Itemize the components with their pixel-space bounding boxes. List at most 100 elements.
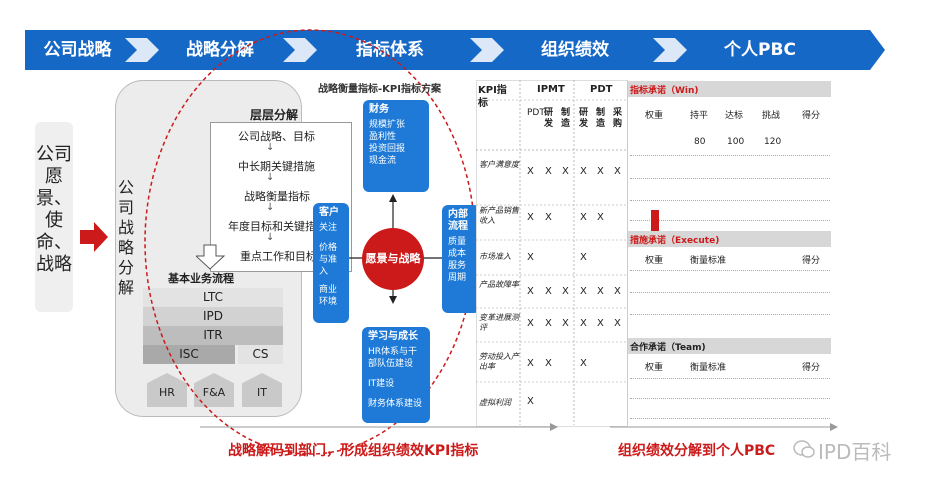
kpi-mark: X bbox=[614, 166, 621, 177]
kpi-col-header: PDT bbox=[527, 108, 545, 118]
bsc-learning-item: IT建设 bbox=[368, 379, 395, 389]
pbc-divider bbox=[630, 155, 830, 156]
pbc-team-header: 权重 bbox=[645, 363, 664, 373]
flow-ipd: IPD bbox=[143, 307, 283, 326]
flow-itr: ITR bbox=[143, 326, 283, 345]
stage-company-strategy: 公司战略 bbox=[43, 40, 112, 60]
kpi-mark: X bbox=[614, 318, 621, 329]
pbc-divider bbox=[630, 220, 830, 221]
vision-strategy-center: 愿景与战略 bbox=[362, 228, 424, 290]
kpi-grid bbox=[476, 80, 626, 425]
bsc-finance-box: 财务 规模扩张 盈利性 投资回报 现金流 bbox=[363, 100, 429, 192]
kpi-mark: X bbox=[580, 252, 587, 263]
bsc-customer-item: 环境 bbox=[319, 297, 338, 307]
decomposition-step: 中长期关键措施 bbox=[238, 158, 315, 174]
kpi-row-label: 市场准入 bbox=[479, 252, 511, 261]
down-arrow-icon: ↓ bbox=[266, 202, 275, 213]
kpi-mark: X bbox=[597, 286, 604, 297]
pbc-team-header: 衡量标准 bbox=[690, 363, 727, 373]
strategy-decomposition-label: 公司战略分解 bbox=[117, 178, 134, 297]
kpi-mark: X bbox=[545, 286, 552, 297]
pbc-win-header: 得分 bbox=[802, 111, 821, 121]
kpi-mark: X bbox=[580, 212, 587, 223]
bsc-customer-item: 关注 bbox=[319, 223, 338, 233]
pbc-win-bar bbox=[628, 81, 831, 97]
kpi-mark: X bbox=[545, 318, 552, 329]
stage-org-performance: 组织绩效 bbox=[541, 40, 609, 60]
pbc-win-value: 120 bbox=[764, 137, 782, 147]
kpi-mark: X bbox=[527, 212, 534, 223]
pbc-team-title: 合作承诺（Team) bbox=[630, 343, 706, 353]
bsc-finance-item: 盈利性 bbox=[369, 132, 397, 142]
decomposition-step: 公司战略、目标 bbox=[238, 128, 315, 144]
pbc-execute-title: 措施承诺（Execute) bbox=[630, 236, 720, 246]
kpi-mark: X bbox=[545, 212, 552, 223]
bsc-finance-item: 现金流 bbox=[369, 156, 397, 166]
bsc-learning-box: 学习与成长 HR体系与干部队伍建设 IT建设 财务体系建设 bbox=[362, 327, 430, 423]
bsc-learning-title: 学习与成长 bbox=[368, 331, 418, 342]
decomposition-title: 层层分解 bbox=[250, 108, 299, 122]
bsc-finance-item: 投资回报 bbox=[369, 144, 406, 154]
pbc-team-bar bbox=[628, 338, 831, 354]
business-process-title: 基本业务流程 bbox=[168, 272, 234, 285]
bsc-title: 战略衡量指标-KPI指标方案 bbox=[318, 84, 441, 95]
stage-indicator-system: 指标体系 bbox=[356, 40, 424, 60]
pbc-win-value: 80 bbox=[694, 137, 706, 147]
flow-cs: CS bbox=[238, 345, 283, 364]
down-arrow-icon: ↓ bbox=[266, 172, 275, 183]
kpi-group-pdt: PDT bbox=[590, 84, 613, 95]
kpi-mark: X bbox=[527, 252, 534, 263]
pbc-win-header: 持平 bbox=[690, 111, 709, 121]
kpi-mark: X bbox=[527, 166, 534, 177]
pbc-team-header: 得分 bbox=[802, 363, 821, 373]
kpi-group-ipmt: IPMT bbox=[537, 84, 565, 95]
pbc-panel bbox=[627, 80, 833, 425]
bsc-internal-box: 内部流程 质量 成本 服务 周期 bbox=[442, 205, 480, 313]
red-marker bbox=[651, 210, 659, 238]
bsc-customer-title: 客户 bbox=[319, 207, 339, 218]
decomposition-step: 重点工作和目标 bbox=[240, 248, 317, 264]
pbc-divider bbox=[630, 178, 830, 179]
kpi-row-label: 劳动投入产出率 bbox=[479, 352, 519, 371]
bsc-internal-item: 服务 bbox=[448, 261, 467, 271]
decomposition-step: 年度目标和关键措施 bbox=[228, 218, 327, 234]
wechat-icon bbox=[793, 440, 815, 458]
bsc-learning-item: HR体系与干部队伍建设 bbox=[368, 347, 418, 369]
flow-isc: ISC bbox=[143, 345, 235, 364]
kpi-row-label: 客户满意度 bbox=[479, 160, 519, 169]
bsc-customer-box: 客户 关注 价格 与准入 商业 环境 bbox=[313, 203, 349, 323]
kpi-mark: X bbox=[580, 166, 587, 177]
kpi-col-header: 制造 bbox=[561, 108, 571, 129]
bsc-internal-item: 成本 bbox=[448, 249, 467, 259]
pbc-divider bbox=[630, 378, 830, 379]
kpi-mark: X bbox=[597, 212, 604, 223]
bsc-internal-item: 质量 bbox=[448, 237, 467, 247]
pbc-win-value: 100 bbox=[727, 137, 745, 147]
kpi-mark: X bbox=[562, 286, 569, 297]
stage-personal-pbc: 个人PBC bbox=[724, 40, 796, 60]
pbc-divider bbox=[630, 314, 830, 315]
bsc-internal-item: 周期 bbox=[448, 273, 467, 283]
pbc-execute-header: 权重 bbox=[645, 256, 664, 266]
kpi-col-header: 研发 bbox=[544, 108, 554, 129]
decomposition-step: 战略衡量指标 bbox=[244, 188, 310, 204]
kpi-mark: X bbox=[527, 396, 534, 407]
pbc-divider bbox=[630, 200, 830, 201]
down-arrow-icon: ↓ bbox=[266, 232, 275, 243]
kpi-row-label: 变革进展测评 bbox=[479, 313, 519, 332]
pbc-win-title: 指标承诺（Win) bbox=[630, 86, 699, 96]
red-arrow-icon bbox=[80, 222, 108, 252]
caption-right: 组织绩效分解到个人PBC bbox=[618, 443, 776, 459]
process-arrow-band bbox=[25, 30, 885, 70]
pbc-win-header: 挑战 bbox=[762, 111, 781, 121]
kpi-mark: X bbox=[527, 358, 534, 369]
kpi-mark: X bbox=[562, 166, 569, 177]
down-arrow-icon: ↓ bbox=[266, 142, 275, 153]
pbc-execute-bar bbox=[628, 231, 831, 247]
kpi-mark: X bbox=[597, 318, 604, 329]
kpi-mark: X bbox=[580, 286, 587, 297]
pbc-execute-header: 衡量标准 bbox=[690, 256, 727, 266]
bottom-arrows bbox=[200, 423, 838, 431]
pbc-divider bbox=[630, 270, 830, 271]
kpi-mark: X bbox=[562, 318, 569, 329]
